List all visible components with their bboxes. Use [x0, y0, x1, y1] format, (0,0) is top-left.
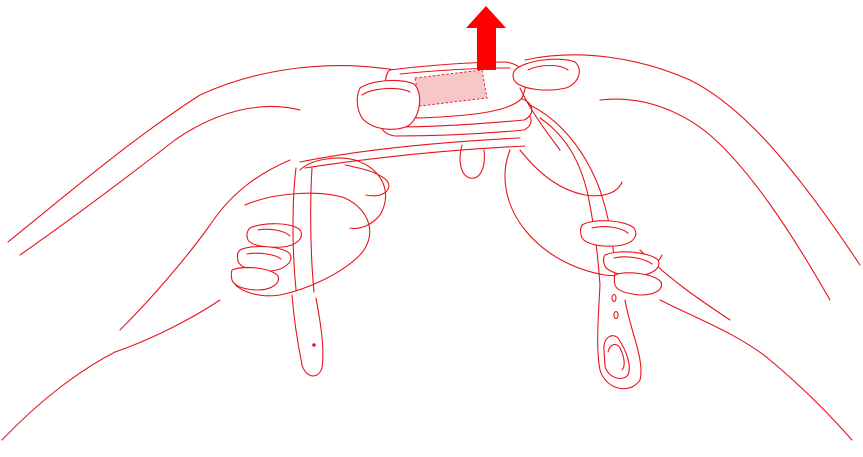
right-fingernail-2	[613, 256, 653, 265]
up-arrow-icon	[466, 6, 506, 70]
device-body-edge	[399, 67, 511, 75]
band-strip-bottom	[304, 145, 526, 169]
right-finger-1	[579, 220, 637, 247]
left-thumbnail	[361, 87, 411, 96]
up-arrow-shape	[466, 6, 506, 70]
left-thumb-tip	[344, 164, 390, 197]
right-fingernail-1	[591, 226, 629, 234]
right-strap-hole-1	[611, 293, 617, 303]
right-arm	[524, 54, 861, 441]
band-strip-top	[299, 137, 521, 163]
left-strap-tail	[291, 167, 324, 377]
left-forearm-back-contour	[119, 159, 291, 331]
right-arm-inner-contour	[599, 98, 831, 301]
left-strap-upper	[292, 167, 297, 291]
left-thumb-back	[299, 157, 387, 229]
left-arm-upper-contour	[7, 65, 396, 243]
right-strap-inner	[539, 117, 601, 286]
left-palm-outline	[231, 192, 371, 297]
right-strap-buckle-inner	[607, 343, 625, 371]
left-arm	[1, 65, 396, 441]
right-hand	[459, 144, 663, 296]
right-pressing-thumb	[512, 58, 580, 151]
right-arm-upper-contour	[524, 54, 861, 266]
left-hand	[230, 157, 390, 297]
right-strap	[529, 104, 642, 390]
right-strap-buckle-loop	[603, 335, 630, 379]
left-finger-3	[230, 267, 280, 291]
right-thumbnail	[527, 64, 569, 71]
left-thumb-pad	[356, 79, 421, 130]
left-pressing-thumb	[356, 79, 421, 130]
right-thumb-base	[519, 87, 561, 151]
left-forearm-lower-contour	[1, 299, 221, 441]
right-strap-outer	[529, 104, 616, 281]
right-strap-hole-2	[613, 310, 619, 320]
left-arm-inner-contour	[19, 105, 301, 256]
left-strap-body	[291, 294, 324, 377]
left-strap-upper-2	[310, 167, 315, 293]
left-strap-hole	[312, 343, 316, 347]
right-palm-crease	[519, 149, 623, 197]
right-strap-tail	[597, 284, 642, 390]
left-fingernail-1	[257, 228, 291, 237]
left-fingernail-2	[246, 252, 282, 260]
right-finger-3	[613, 272, 663, 296]
right-forearm-lower	[659, 299, 853, 441]
right-index-curl	[459, 144, 485, 179]
right-thumb-pad	[512, 58, 580, 91]
